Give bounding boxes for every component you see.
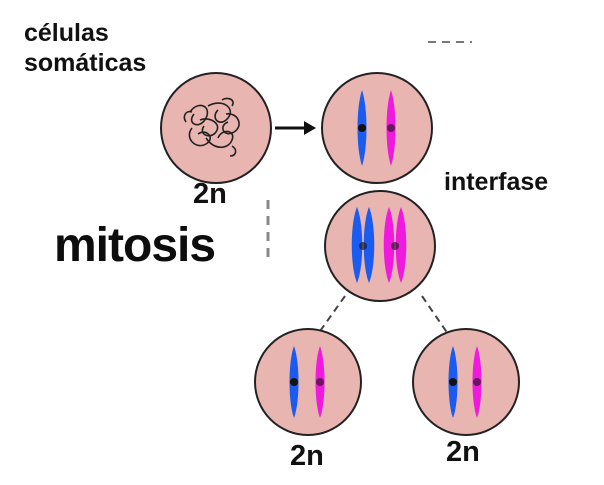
chromosome-maternal: [289, 346, 299, 418]
chromatin-tangle-icon: [183, 97, 240, 157]
mitosis-title: mitosis: [54, 219, 216, 272]
arrow-right-icon: [275, 121, 316, 135]
cell-membrane: [324, 190, 436, 302]
cell-membrane: [412, 328, 520, 436]
cell-membrane: [160, 72, 272, 184]
cell-membrane: [321, 72, 433, 184]
chromosome-maternal: [357, 90, 367, 166]
interphase-cell: [321, 72, 433, 184]
replicated-cell: [324, 190, 436, 302]
chromosome-paternal: [386, 90, 396, 166]
chromosome-paternal: [472, 346, 482, 418]
chromosome-maternal-duplicated: [351, 207, 375, 283]
chromosome-paternal-duplicated: [383, 207, 407, 283]
cell-membrane: [254, 328, 362, 436]
daughter-cell-left: [254, 328, 362, 436]
dashed-line-right: [421, 295, 449, 335]
somatic-label-line2: somáticas: [24, 49, 147, 77]
daughter-cell-right: [412, 328, 520, 436]
parent-cell: [160, 72, 272, 184]
ploidy-label-daughter-right: 2n: [446, 436, 480, 468]
ploidy-label-daughter-left: 2n: [290, 440, 324, 472]
chromosome-maternal: [448, 346, 458, 418]
dashed-line-left: [317, 295, 346, 335]
chromosome-paternal: [315, 346, 325, 418]
interphase-label: interfase: [444, 168, 549, 196]
somatic-label-line1: células: [24, 19, 109, 47]
somatic-cells-label: células somáticas: [24, 18, 146, 78]
ploidy-label-parent: 2n: [193, 178, 227, 210]
